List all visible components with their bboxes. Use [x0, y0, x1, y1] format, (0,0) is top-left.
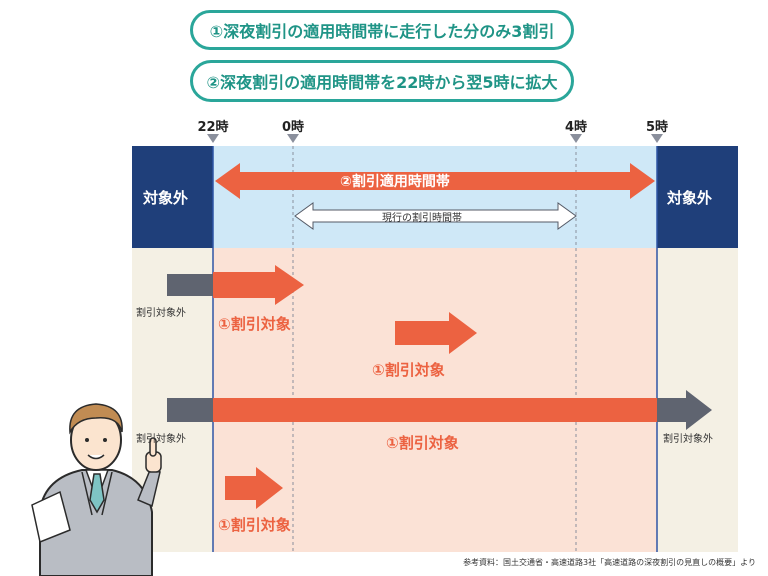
case3-ineligible-label-right: 割引対象外	[663, 434, 713, 445]
time-label-0: 0時	[281, 120, 305, 135]
case1-eligible-label: ①割引対象	[218, 315, 291, 333]
time-marker-5	[651, 134, 663, 143]
rule-1-banner: ①深夜割引の適用時間帯に走行した分のみ3割引	[190, 10, 574, 50]
case1-ineligible-bar	[167, 274, 213, 296]
time-label-5: 5時	[645, 120, 669, 135]
case1-ineligible-label: 割引対象外	[136, 308, 186, 319]
new-window-double-arrow	[215, 163, 655, 199]
outside-label-right: 対象外	[667, 189, 713, 207]
time-marker-0	[287, 134, 299, 143]
case1-eligible-arrow	[213, 265, 304, 305]
rule-2-banner: ②深夜割引の適用時間帯を22時から翌5時に拡大	[190, 60, 574, 102]
source-note: 参考資料：国土交通省・高速道路3社「高速道路の深夜割引の見直しの概要」より	[463, 558, 756, 567]
case2-eligible-arrow	[395, 312, 477, 354]
rule-2-text: ②深夜割引の適用時間帯を22時から翌5時に拡大	[206, 73, 558, 92]
case3-ineligible-bar-left	[167, 398, 213, 422]
time-label-4: 4時	[564, 120, 588, 135]
current-window-double-arrow	[294, 202, 577, 230]
case3-ineligible-label-left: 割引対象外	[136, 434, 186, 445]
outside-band-right	[657, 146, 738, 248]
businessman-illustration	[31, 403, 162, 576]
outside-label-left: 対象外	[143, 189, 189, 207]
case3-eligible-label: ①割引対象	[386, 434, 459, 452]
new-window-label: ②割引適用時間帯	[340, 174, 450, 190]
outside-band-left	[132, 146, 213, 248]
case4-eligible-label: ①割引対象	[218, 516, 291, 534]
time-marker-22	[207, 134, 219, 143]
new-window-band	[213, 146, 657, 248]
rule-1-text: ①深夜割引の適用時間帯に走行した分のみ3割引	[209, 22, 555, 41]
case3-eligible-bar	[213, 398, 657, 422]
case3-ineligible-arrow-right	[657, 390, 712, 430]
current-window-label: 現行の割引時間帯	[382, 213, 462, 224]
case4-eligible-arrow	[225, 467, 283, 509]
time-marker-4	[570, 134, 582, 143]
case2-eligible-label: ①割引対象	[372, 361, 445, 379]
time-label-22: 22時	[197, 120, 229, 135]
